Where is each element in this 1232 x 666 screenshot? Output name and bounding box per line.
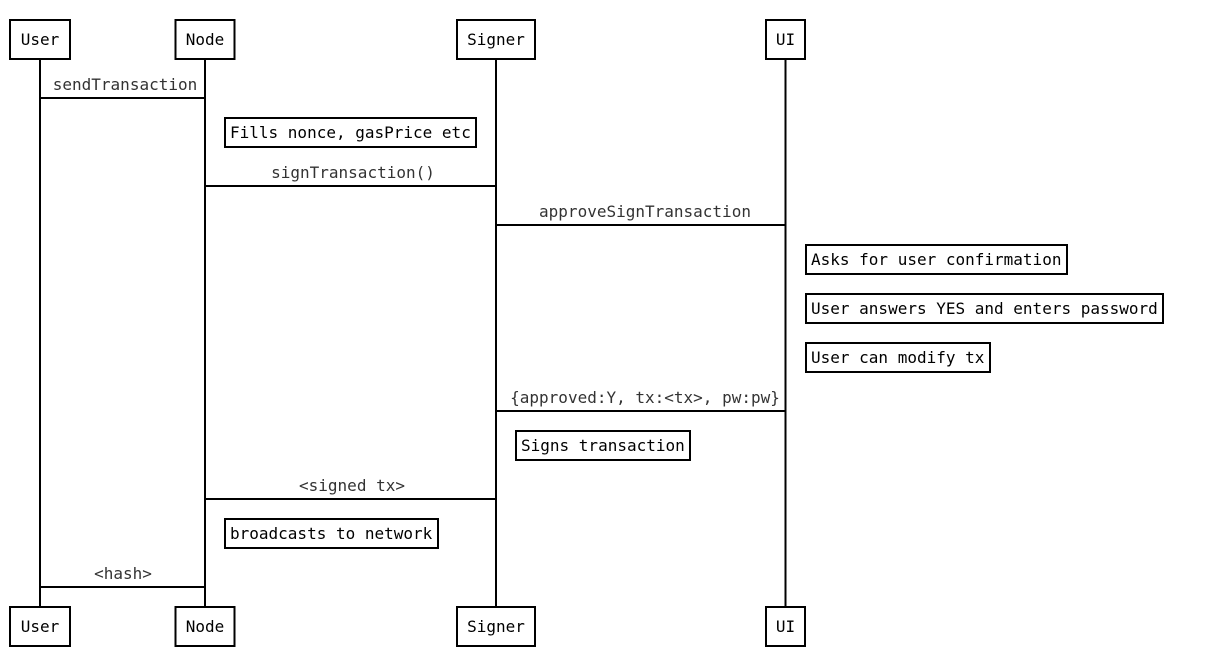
participant-label: Signer bbox=[467, 30, 525, 49]
participant-top-node: Node bbox=[174, 19, 236, 60]
note-asks-confirmation: Asks for user confirmation bbox=[805, 244, 1068, 275]
message-approved-response: {approved:Y, tx:<tx>, pw:pw} bbox=[496, 388, 786, 412]
participant-top-signer: Signer bbox=[456, 19, 536, 60]
message-send-transaction: sendTransaction bbox=[40, 75, 205, 99]
participant-bottom-node: Node bbox=[174, 606, 236, 647]
message-approve-sign-transaction: approveSignTransaction bbox=[496, 202, 786, 226]
note-fills-nonce: Fills nonce, gasPrice etc bbox=[224, 117, 477, 148]
participant-label: UI bbox=[776, 617, 795, 636]
participant-label: Node bbox=[186, 30, 225, 49]
note-label: User answers YES and enters password bbox=[811, 299, 1158, 318]
message-label: signTransaction() bbox=[271, 163, 435, 182]
participant-label: UI bbox=[776, 30, 795, 49]
participant-top-ui: UI bbox=[765, 19, 806, 60]
participant-bottom-ui: UI bbox=[765, 606, 806, 647]
message-label: <signed tx> bbox=[299, 476, 405, 495]
participant-label: Signer bbox=[467, 617, 525, 636]
participant-label: Node bbox=[186, 617, 225, 636]
note-signs-transaction: Signs transaction bbox=[515, 430, 691, 461]
message-hash: <hash> bbox=[40, 564, 205, 588]
message-label: sendTransaction bbox=[53, 75, 198, 94]
note-label: Fills nonce, gasPrice etc bbox=[230, 123, 471, 142]
lifelines bbox=[39, 59, 787, 607]
participant-bottom-signer: Signer bbox=[456, 606, 536, 647]
message-label: <hash> bbox=[94, 564, 152, 583]
note-label: Asks for user confirmation bbox=[811, 250, 1061, 269]
participant-label: User bbox=[21, 617, 60, 636]
message-sign-transaction: signTransaction() bbox=[205, 163, 496, 187]
message-signed-tx: <signed tx> bbox=[205, 476, 496, 500]
participant-label: User bbox=[21, 30, 60, 49]
note-label: Signs transaction bbox=[521, 436, 685, 455]
note-modify-tx: User can modify tx bbox=[805, 342, 991, 373]
note-broadcasts: broadcasts to network bbox=[224, 518, 439, 549]
participant-bottom-user: User bbox=[9, 606, 71, 647]
note-user-answers: User answers YES and enters password bbox=[805, 293, 1164, 324]
note-label: broadcasts to network bbox=[230, 524, 433, 543]
note-label: User can modify tx bbox=[811, 348, 985, 367]
message-label: {approved:Y, tx:<tx>, pw:pw} bbox=[510, 388, 780, 407]
message-label: approveSignTransaction bbox=[539, 202, 751, 221]
participant-top-user: User bbox=[9, 19, 71, 60]
